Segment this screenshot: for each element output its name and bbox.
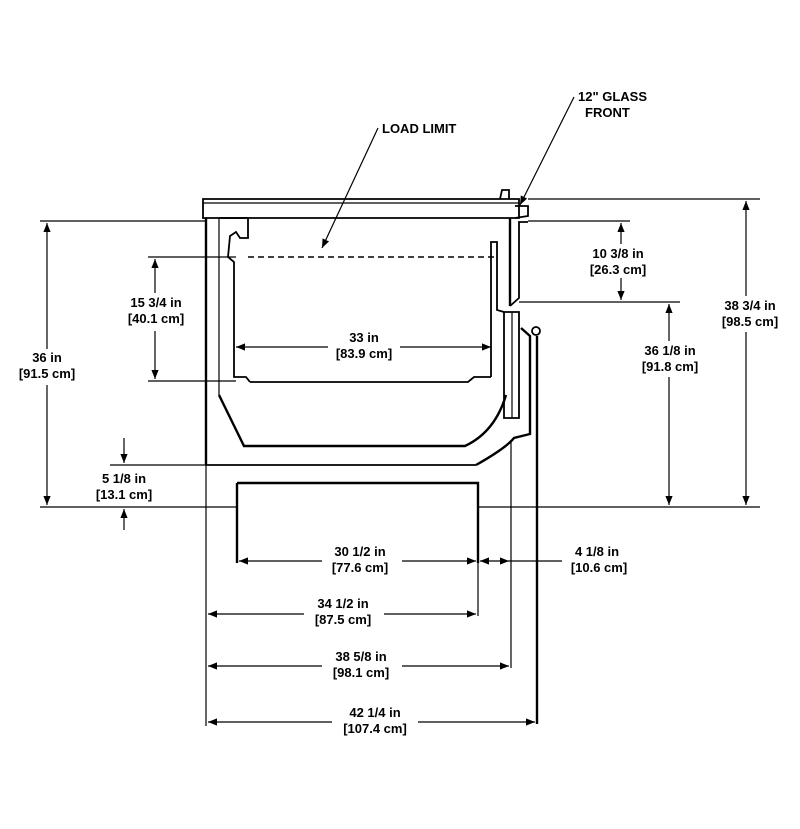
dim-36-imperial: 36 in (32, 350, 62, 365)
load-limit-label: LOAD LIMIT (382, 121, 456, 136)
label-bg-38-5-8 (322, 645, 402, 683)
top-lid (202, 198, 520, 219)
dim-34-1-2-imperial: 34 1/2 in (317, 596, 368, 611)
dim-30-1-2-imperial: 30 1/2 in (334, 544, 385, 559)
dim-5-1-8-imperial: 5 1/8 in (102, 471, 146, 486)
dim-10-3-8-metric: [26.3 cm] (590, 262, 646, 277)
label-bg-38-3-4 (710, 296, 786, 332)
front-rail (503, 311, 520, 419)
base-block (235, 481, 480, 563)
glass-front-label-line2: FRONT (585, 105, 630, 120)
dim-42-1-4-imperial: 42 1/4 in (349, 705, 400, 720)
left-bracket (219, 217, 251, 383)
dim-38-5-8-metric: [98.1 cm] (333, 665, 389, 680)
dim-10-3-8-imperial: 10 3/8 in (592, 246, 643, 261)
dim-34-1-2-metric: [87.5 cm] (315, 612, 371, 627)
label-bg-34-1-2 (304, 593, 384, 631)
label-bg-42-1-4 (332, 701, 418, 739)
extension-lines (40, 198, 760, 508)
dim-15-3-4-metric: [40.1 cm] (128, 311, 184, 326)
dim-38-3-4-metric: [98.5 cm] (722, 314, 778, 329)
dim-15-3-4-imperial: 15 3/4 in (130, 295, 181, 310)
label-bg-33 (328, 326, 400, 366)
dim-33-imperial: 33 in (349, 330, 379, 345)
front-panel (475, 327, 532, 467)
labels: LOAD LIMIT 12" GLASS FRONT 33 in [83.9 c… (14, 89, 786, 739)
dim-5-1-8-metric: [13.1 cm] (96, 487, 152, 502)
inner-pan (250, 376, 491, 383)
dim-38-3-4-imperial: 38 3/4 in (724, 298, 775, 313)
dim-36-1-8-metric: [91.8 cm] (642, 359, 698, 374)
dim-42-1-4-metric: [107.4 cm] (343, 721, 407, 736)
dim-36-metric: [91.5 cm] (19, 366, 75, 381)
label-bg-30-1-2 (322, 540, 402, 578)
label-bg-36-1-8 (633, 341, 707, 377)
dim-36-1-8-imperial: 36 1/8 in (644, 343, 695, 358)
dim-4-1-8-imperial: 4 1/8 in (575, 544, 619, 559)
dim-4-1-8-metric: [10.6 cm] (571, 560, 627, 575)
dimension-lines (43, 201, 750, 726)
load-limit-leader (321, 127, 379, 249)
dim-33-metric: [83.9 cm] (336, 346, 392, 361)
tub-body (217, 394, 508, 448)
label-bg-15-3-4 (120, 293, 192, 331)
right-front-step (509, 221, 528, 307)
dim-38-5-8-imperial: 38 5/8 in (335, 649, 386, 664)
pan-right (490, 241, 505, 377)
label-bg-36 (14, 349, 80, 385)
cabinet-outline (202, 189, 541, 726)
glass-front-post (499, 189, 510, 200)
label-bg-10-3-8 (585, 244, 655, 278)
glass-front-label-line1: 12" GLASS (578, 89, 647, 104)
glass-front-leader (519, 96, 575, 206)
hinge-pin (531, 326, 541, 336)
dim-30-1-2-metric: [77.6 cm] (332, 560, 388, 575)
glass-clip (514, 205, 529, 219)
